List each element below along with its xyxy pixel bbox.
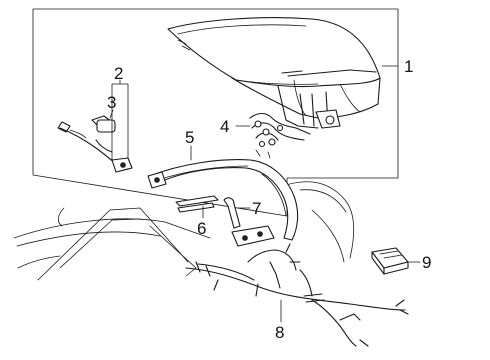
sensor-bracket-group xyxy=(57,115,133,173)
callout-9: 9 xyxy=(422,253,431,272)
leader-3 xyxy=(109,109,114,119)
vehicle-body-outline xyxy=(13,181,355,281)
seal-bracket-7 xyxy=(223,197,241,229)
callout-3: 3 xyxy=(107,93,116,112)
callout-2: 2 xyxy=(114,64,123,83)
weatherstrip-rail xyxy=(147,159,299,247)
leader-2-bracket xyxy=(111,83,129,161)
callout-7: 7 xyxy=(252,199,261,218)
callout-5: 5 xyxy=(185,128,194,147)
harness-cluster xyxy=(249,112,311,159)
callout-4: 4 xyxy=(220,117,229,136)
callout-1: 1 xyxy=(404,57,413,76)
assembly-frame xyxy=(32,8,399,217)
main-wiring-harness xyxy=(185,243,409,347)
callout-6: 6 xyxy=(197,219,206,238)
seal-strip-6 xyxy=(175,195,219,213)
callout-8: 8 xyxy=(275,323,284,342)
control-module-9 xyxy=(371,247,409,275)
convertible-top-assembly xyxy=(167,17,381,129)
